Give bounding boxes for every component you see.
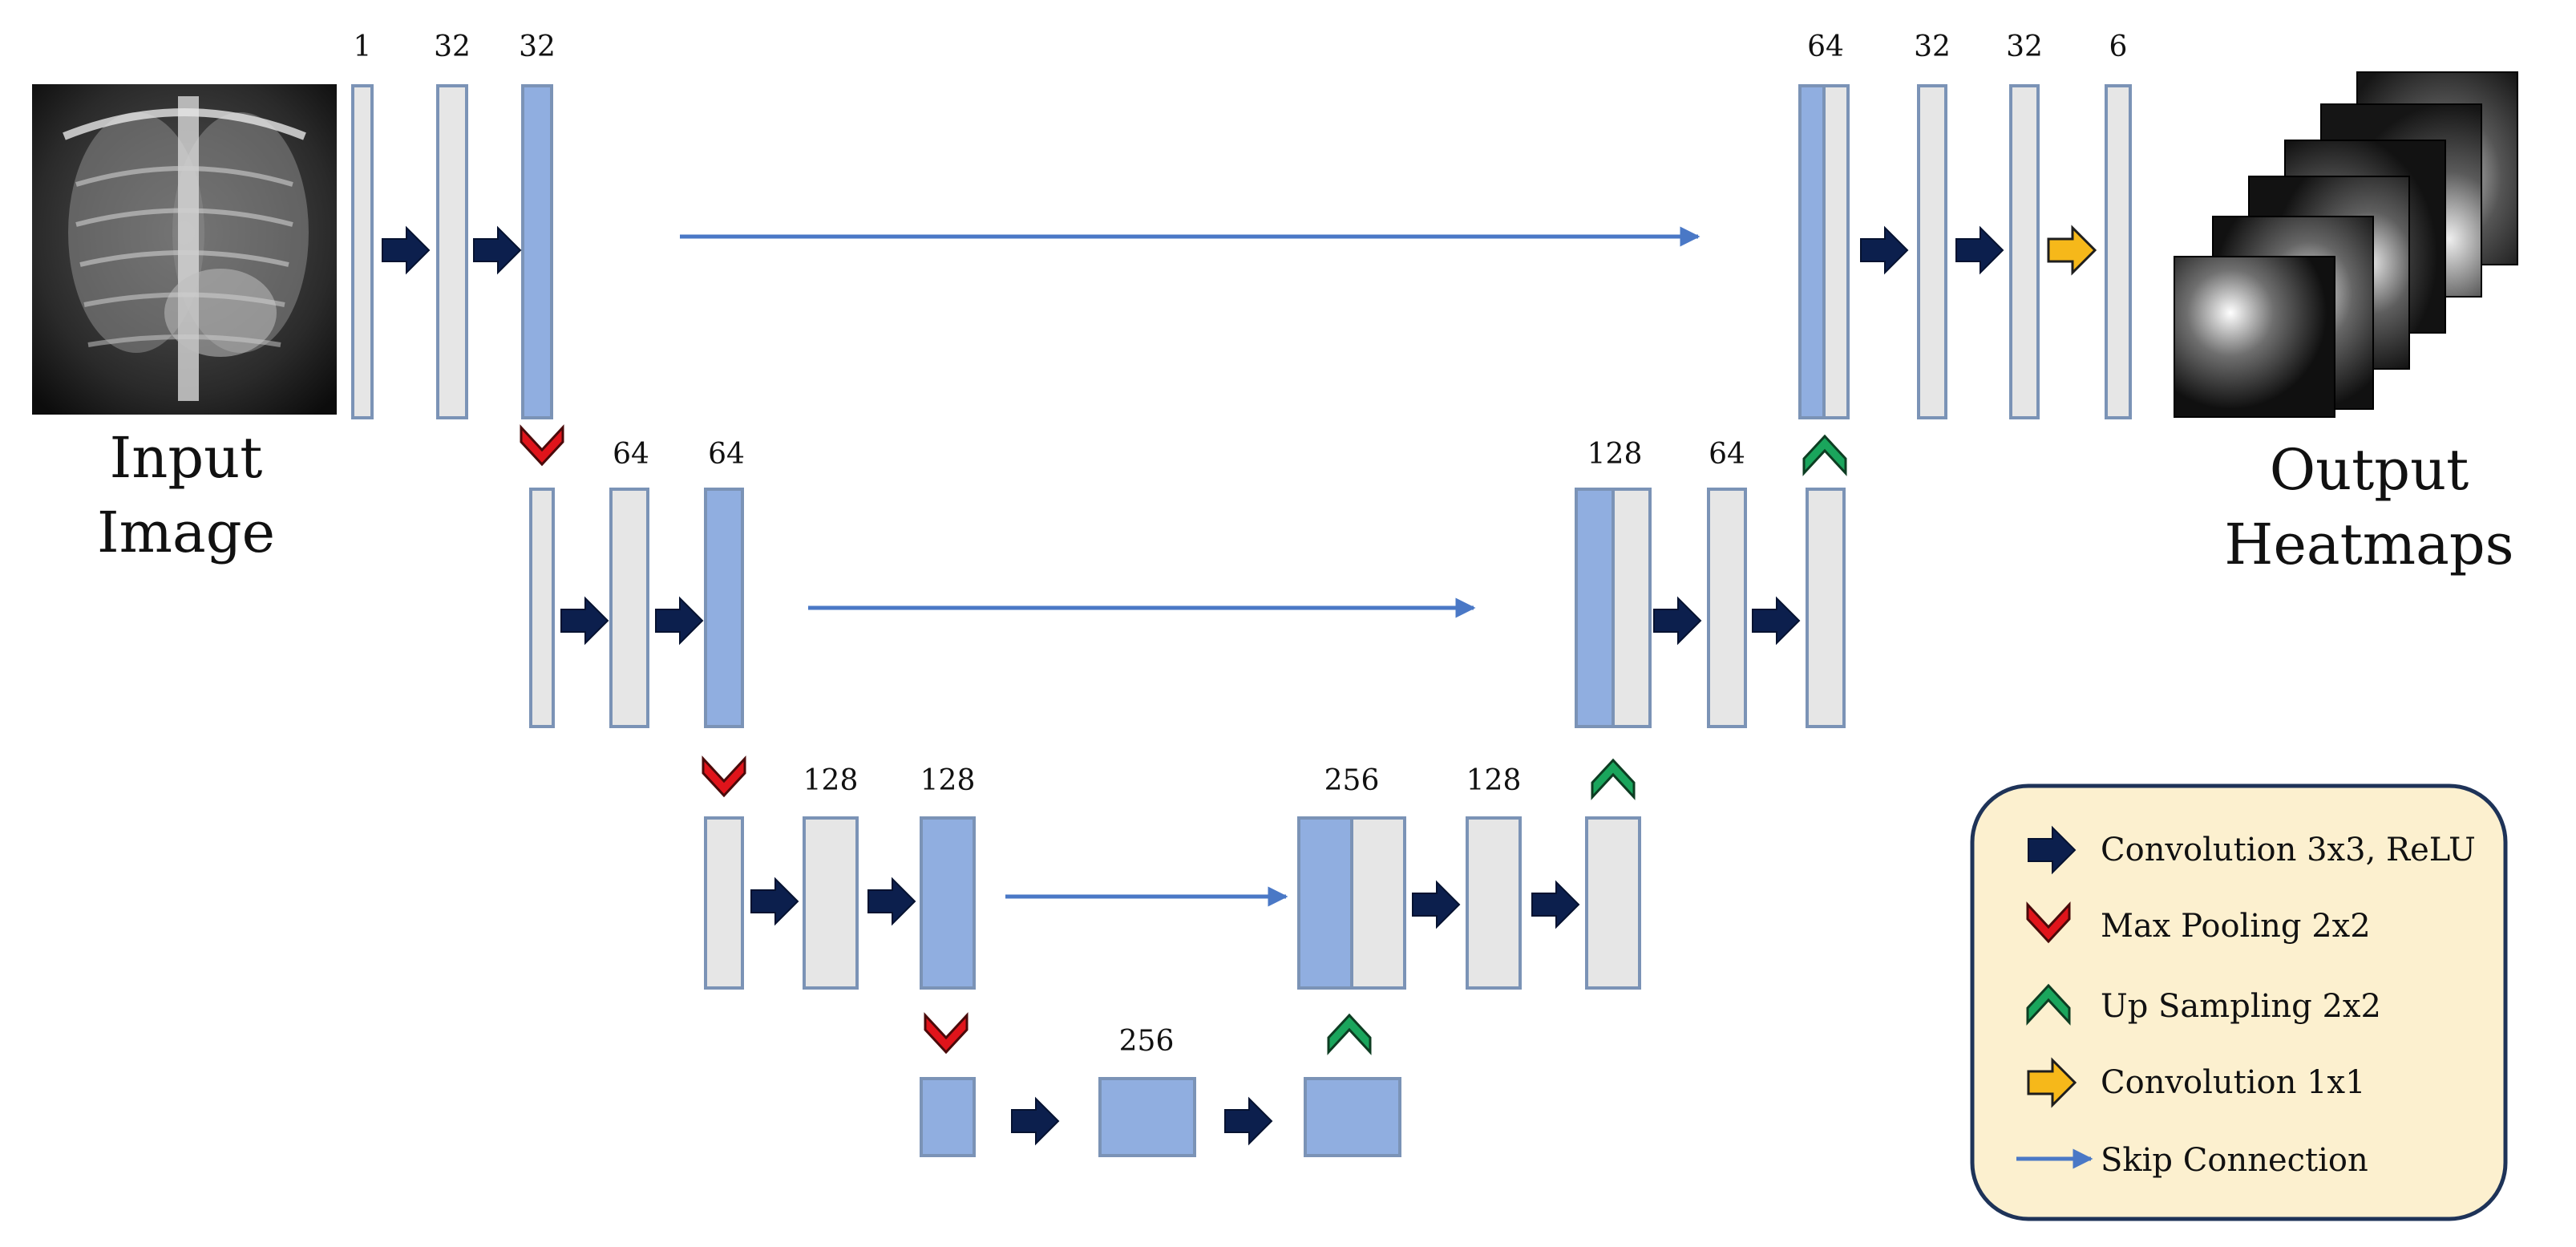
feature-map-l1-input [351, 84, 374, 419]
feature-map-u3-conv2 [1585, 816, 1641, 990]
output-label-line2: Heatmaps [2224, 512, 2513, 577]
feature-map-l2-pooled [529, 488, 555, 728]
feature-map-u3-conv1 [1466, 816, 1522, 990]
input-label-line2: Image [97, 500, 275, 565]
channel-label-u1-concat: 64 [1807, 30, 1844, 63]
legend: Convolution 3x3, ReLU Max Pooling 2x2 Up… [1970, 783, 2508, 1221]
channel-label-u3-concat: 256 [1324, 764, 1380, 797]
feature-map-u1-output [2105, 84, 2132, 419]
channel-label-l1-conv1: 32 [434, 30, 471, 63]
feature-map-l2-conv1 [609, 488, 649, 728]
feature-map-l1-conv1 [436, 84, 468, 419]
maxpool-chevron-icon [702, 757, 746, 797]
channel-label-l1-input: 1 [354, 30, 372, 63]
legend-conv1: Convolution 1x1 [2101, 1064, 2366, 1101]
conv-arrow-icon [473, 227, 521, 273]
feature-map-u2-conv2 [1806, 488, 1846, 728]
feature-map-l4-conv1 [1098, 1077, 1196, 1157]
legend-upsample: Up Sampling 2x2 [2101, 988, 2381, 1025]
maxpool-chevron-icon [520, 426, 564, 466]
conv-arrow-icon [1224, 1098, 1272, 1144]
feature-map-l4-conv2 [1304, 1077, 1401, 1157]
conv-arrow-icon [560, 597, 609, 644]
conv-arrow-icon [1011, 1098, 1059, 1144]
channel-label-u2-concat: 128 [1587, 438, 1643, 471]
conv-arrow-icon [382, 227, 430, 273]
input-image [32, 84, 337, 415]
conv-arrow-icon [750, 878, 799, 925]
channel-label-u3-conv1: 128 [1466, 764, 1522, 797]
feature-map-l3-conv2 [920, 816, 976, 990]
conv-arrow-icon [1531, 881, 1579, 928]
conv-arrow-icon [1752, 597, 1800, 644]
conv-arrow-icon [655, 597, 703, 644]
feature-map-l2-conv2 [704, 488, 744, 728]
upsample-chevron-icon [1802, 435, 1847, 475]
legend-conv3: Convolution 3x3, ReLU [2101, 832, 2476, 868]
feature-map-u1-conv1 [1917, 84, 1947, 419]
feature-map-u2-skip [1575, 488, 1615, 728]
channel-label-l2-conv2: 64 [708, 438, 745, 471]
channel-label-l1-conv2: 32 [519, 30, 556, 63]
feature-map-l1-conv2 [521, 84, 553, 419]
input-label-line1: Input [110, 425, 263, 491]
feature-map-u2-upsampled [1612, 488, 1652, 728]
upsample-chevron-icon [1327, 1014, 1372, 1054]
maxpool-chevron-icon [924, 1014, 969, 1054]
upsample-chevron-icon [1591, 759, 1636, 799]
conv-arrow-icon [1860, 227, 1908, 273]
channel-label-l3-conv1: 128 [803, 764, 859, 797]
legend-maxpool: Max Pooling 2x2 [2101, 908, 2371, 945]
conv1x1-arrow-icon [2047, 226, 2097, 274]
channel-label-u2-conv1: 64 [1709, 438, 1745, 471]
channel-label-l3-conv2: 128 [920, 764, 976, 797]
feature-map-u1-skip [1798, 84, 1826, 419]
channel-label-u1-conv2: 32 [2006, 30, 2043, 63]
feature-map-l3-pooled [704, 816, 744, 990]
channel-label-u1-conv1: 32 [1914, 30, 1951, 63]
conv-arrow-icon [867, 878, 916, 925]
feature-map-u1-conv2 [2009, 84, 2040, 419]
channel-label-l2-conv1: 64 [613, 438, 649, 471]
conv-arrow-icon [1653, 597, 1701, 644]
channel-label-u1-output: 6 [2109, 30, 2128, 63]
output-label-line1: Output [2270, 437, 2469, 503]
conv-arrow-icon [1412, 881, 1460, 928]
feature-map-u2-conv1 [1707, 488, 1747, 728]
feature-map-l4-pooled [920, 1077, 976, 1157]
feature-map-u3-upsampled [1350, 816, 1406, 990]
legend-skip: Skip Connection [2101, 1142, 2368, 1179]
channel-label-l4-conv1: 256 [1119, 1025, 1175, 1058]
conv-arrow-icon [1955, 227, 2004, 273]
legend-box [1970, 783, 2508, 1221]
feature-map-u3-skip [1297, 816, 1353, 990]
output-heatmaps [2174, 71, 2518, 418]
feature-map-u1-upsampled [1822, 84, 1850, 419]
feature-map-l3-conv1 [803, 816, 859, 990]
